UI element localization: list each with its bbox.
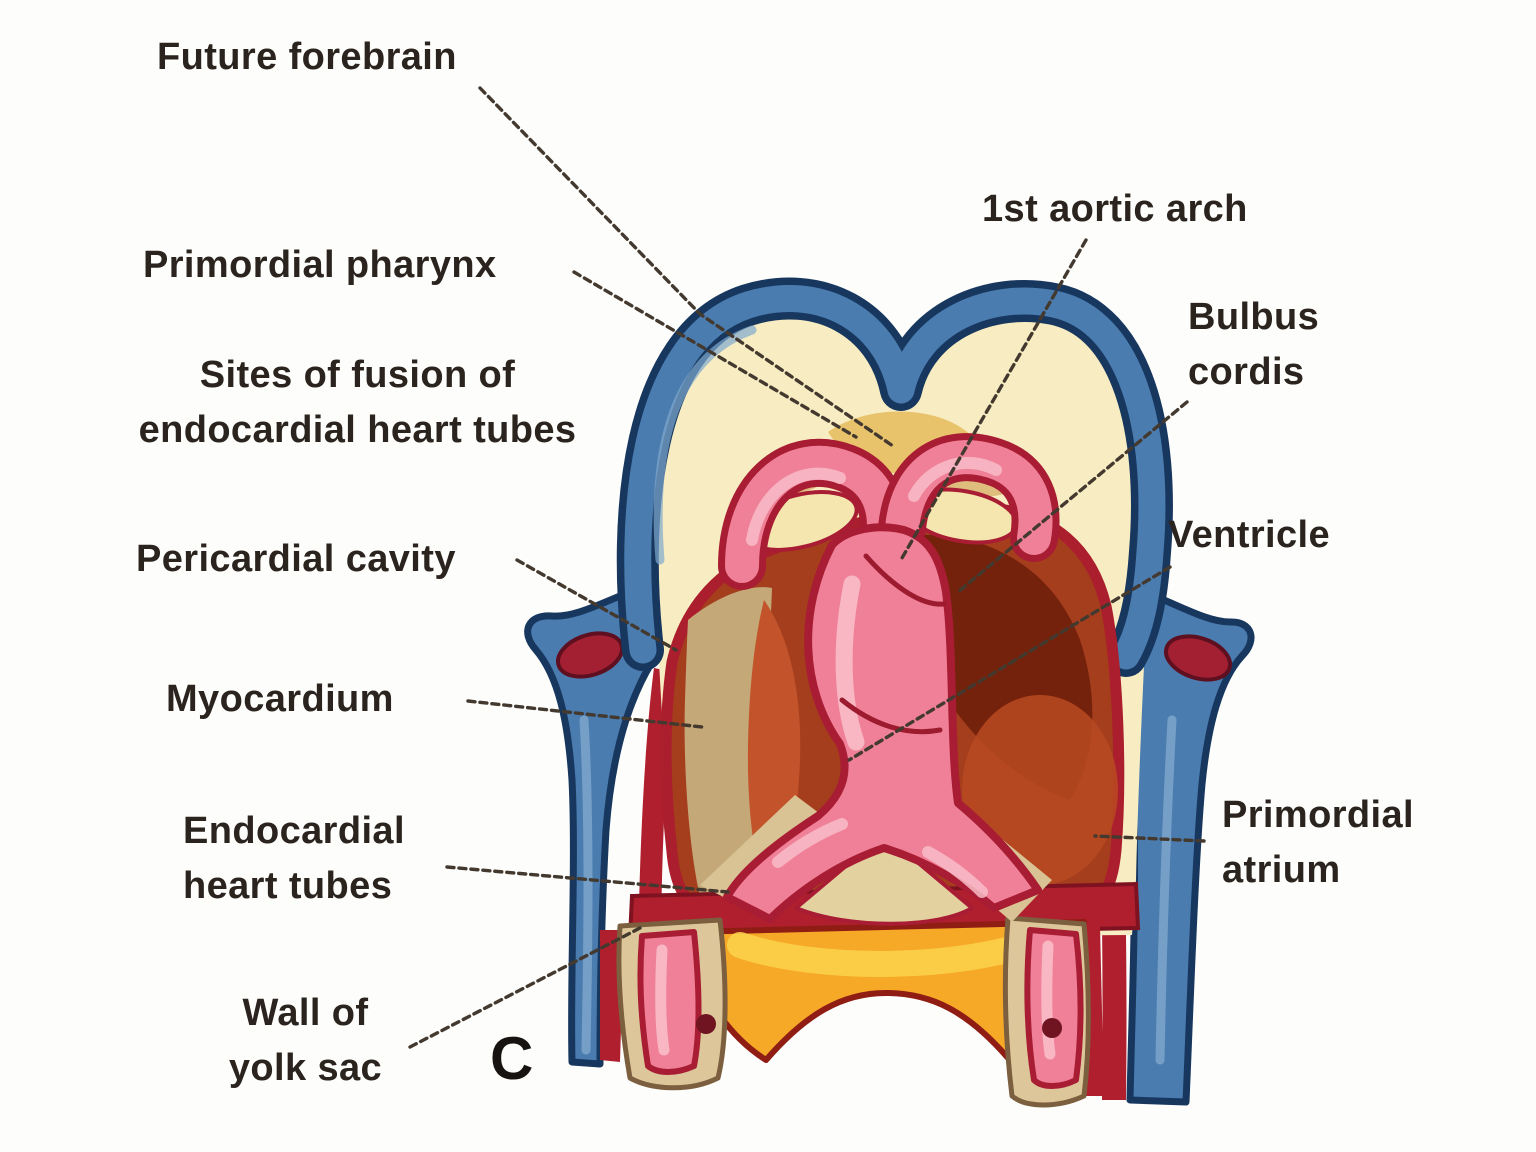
panel-letter-c: C	[490, 1025, 535, 1092]
tube-highlight-left-limb	[772, 818, 848, 868]
myocardium-tan-band	[684, 587, 772, 908]
right-dorsal-aorta	[1164, 634, 1232, 682]
left-tube-highlight	[655, 944, 670, 1056]
label-first-aortic-arch: 1st aortic arch	[982, 188, 1248, 230]
cavity-rust-glow	[962, 695, 1118, 885]
label-bulbus-cordis-line1: Bulbus	[1188, 296, 1320, 338]
neural-fold-sheen	[653, 325, 757, 565]
right-endocardial-tube	[1024, 927, 1084, 1089]
label-sites-of-fusion-line1: Sites of fusion of	[199, 354, 516, 396]
neural-fold-blue	[624, 284, 1166, 670]
leader-endocardial-heart-tubes	[445, 865, 730, 894]
first-aortic-arches	[718, 433, 1060, 590]
leader-first-aortic-arch	[900, 238, 1088, 560]
leader-primordial-pharynx	[572, 270, 858, 439]
leader-future-forebrain	[478, 86, 895, 448]
label-wall-of-yolk-sac: Wall of yolk sac	[213, 986, 398, 1096]
right-wall-highlight	[1155, 715, 1177, 1065]
label-bulbus-cordis-line2: cordis	[1188, 351, 1305, 394]
label-primordial-atrium-line1: Primordial	[1222, 794, 1414, 836]
right-tube-knot	[1042, 1018, 1062, 1038]
left-heart-tube-cross-section	[600, 917, 728, 1091]
label-ventricle: Ventricle	[1168, 514, 1331, 556]
label-bulbus-cordis: Bulbus cordis	[1188, 290, 1319, 400]
label-sites-of-fusion: Sites of fusion of endocardial heart tub…	[85, 348, 630, 458]
right-body-wall	[1114, 591, 1255, 1106]
right-heart-tube-cross-section	[1002, 915, 1104, 1108]
left-wall-highlight	[579, 715, 593, 1055]
tube-crease-lower	[839, 697, 943, 735]
label-endocardial-heart-tubes: Endocardial heart tubes	[183, 804, 405, 914]
label-primordial-atrium: Primordial atrium	[1222, 788, 1414, 898]
label-sites-of-fusion-line2: endocardial heart tubes	[138, 409, 577, 452]
leader-wall-of-yolk-sac	[408, 926, 642, 1049]
leader-lines	[408, 86, 1206, 1049]
label-pericardial-cavity: Pericardial cavity	[136, 538, 456, 580]
v-notch-wedge	[794, 832, 974, 926]
right-aortic-arch-highlight	[908, 456, 1002, 502]
label-primordial-pharynx: Primordial pharynx	[143, 244, 497, 286]
fusing-heart-tube	[723, 523, 1042, 923]
left-aortic-arch-highlight	[746, 467, 846, 546]
left-body-wall	[524, 581, 659, 1068]
tube-crease-upper	[863, 553, 947, 607]
neural-fold-band	[616, 277, 1173, 677]
label-myocardium: Myocardium	[166, 678, 394, 720]
label-endocardial-line2: heart tubes	[183, 865, 393, 908]
leader-pericardial-cavity	[515, 558, 678, 652]
right-tube-highlight	[1041, 940, 1056, 1060]
label-primordial-atrium-line2: atrium	[1222, 849, 1341, 892]
leader-primordial-atrium	[1093, 834, 1206, 843]
leader-myocardium	[466, 699, 704, 729]
label-endocardial-line1: Endocardial	[183, 810, 405, 852]
tube-highlight-trunk	[835, 575, 865, 751]
left-tube-knot	[696, 1014, 716, 1034]
label-wall-of-yolk-sac-line1: Wall of	[242, 992, 369, 1034]
left-endocardial-tube	[637, 929, 702, 1075]
leader-bulbus-cordis	[956, 400, 1189, 594]
left-aortic-arch-tube	[725, 446, 901, 583]
label-future-forebrain: Future forebrain	[157, 36, 457, 78]
label-wall-of-yolk-sac-line2: yolk sac	[228, 1047, 383, 1090]
leader-ventricle	[847, 565, 1172, 762]
tube-highlight-right-limb	[922, 846, 988, 898]
